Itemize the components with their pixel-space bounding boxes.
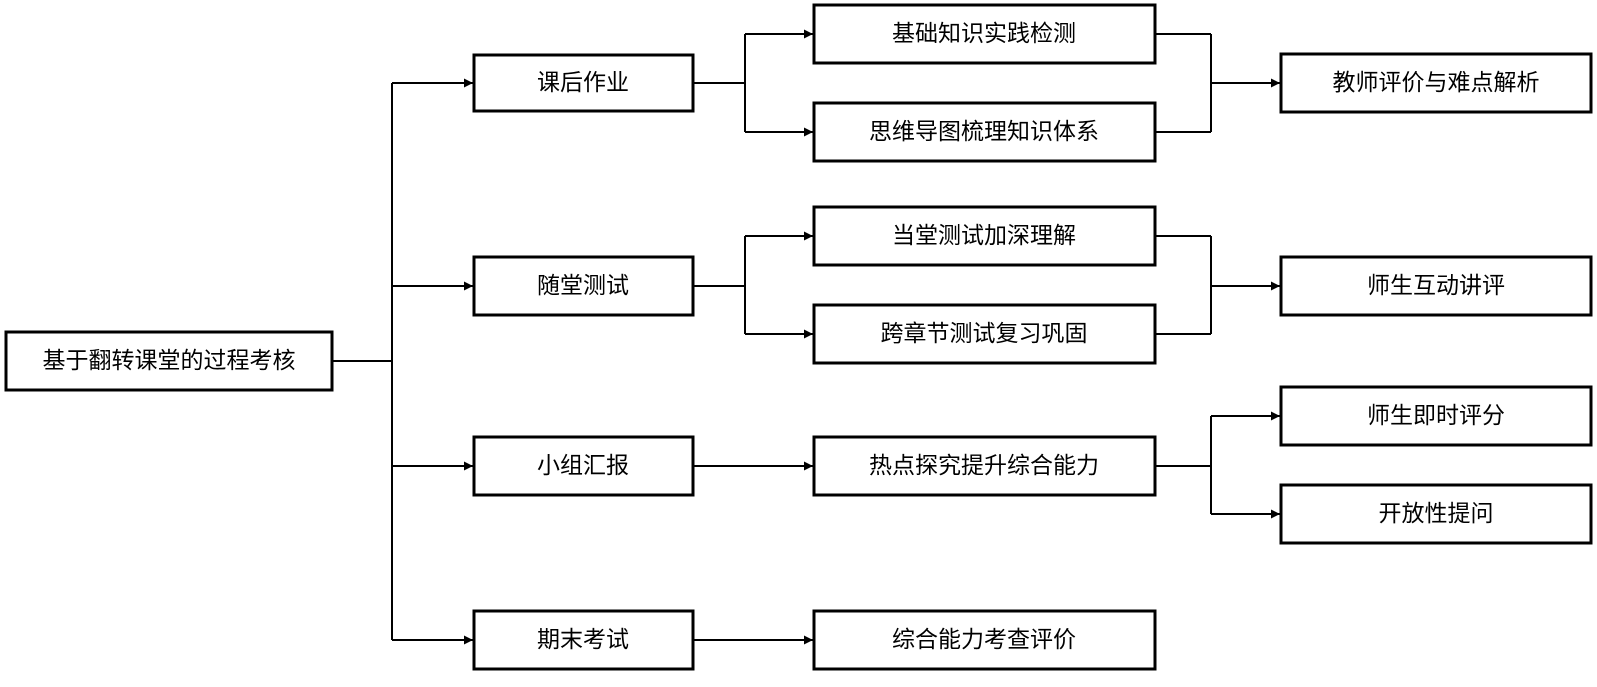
connector-category-1-fork [693,34,746,132]
node-activity-label: 基础知识实践检测 [892,21,1076,47]
node-activity-label: 跨章节测试复习巩固 [881,321,1088,347]
node-outcome-label: 教师评价与难点解析 [1333,70,1540,96]
node-outcome-label: 开放性提问 [1379,501,1494,527]
node-category-label: 小组汇报 [537,453,629,479]
connector-merge-2 [1155,235,1212,335]
connector-category-2-fork [693,236,746,334]
node-category-label: 随堂测试 [537,273,629,299]
node-category-2: 随堂测试 [472,255,695,317]
node-outcome-label: 师生互动讲评 [1367,273,1505,299]
node-outcome-4: 开放性提问 [1279,483,1593,545]
node-activity-1: 基础知识实践检测 [812,3,1157,65]
node-root-label: 基于翻转课堂的过程考核 [43,348,296,374]
node-category-4: 期末考试 [472,609,695,671]
node-activity-4: 跨章节测试复习巩固 [812,303,1157,365]
node-activity-6: 综合能力考查评价 [812,609,1157,671]
connector-merge-1 [1155,33,1212,133]
node-activity-label: 热点探究提升综合能力 [869,453,1099,479]
connectors [332,29,1280,645]
node-outcome-1: 教师评价与难点解析 [1279,52,1593,114]
node-outcome-2: 师生互动讲评 [1279,255,1593,317]
node-activity-label: 综合能力考查评价 [892,627,1076,653]
connector-root-trunk [332,83,393,640]
node-category-label: 课后作业 [537,70,629,96]
node-category-3: 小组汇报 [472,435,695,497]
node-category-label: 期末考试 [537,627,629,653]
node-activity-label: 思维导图梳理知识体系 [869,119,1099,145]
node-outcome-3: 师生即时评分 [1279,385,1593,447]
node-root: 基于翻转课堂的过程考核 [4,330,334,392]
node-activity-3: 当堂测试加深理解 [812,205,1157,267]
connector-activity-5-fork [1155,416,1212,514]
node-category-1: 课后作业 [472,53,695,113]
node-activity-5: 热点探究提升综合能力 [812,435,1157,497]
node-activity-2: 思维导图梳理知识体系 [812,101,1157,163]
node-activity-label: 当堂测试加深理解 [892,223,1076,249]
node-outcome-label: 师生即时评分 [1367,403,1505,429]
